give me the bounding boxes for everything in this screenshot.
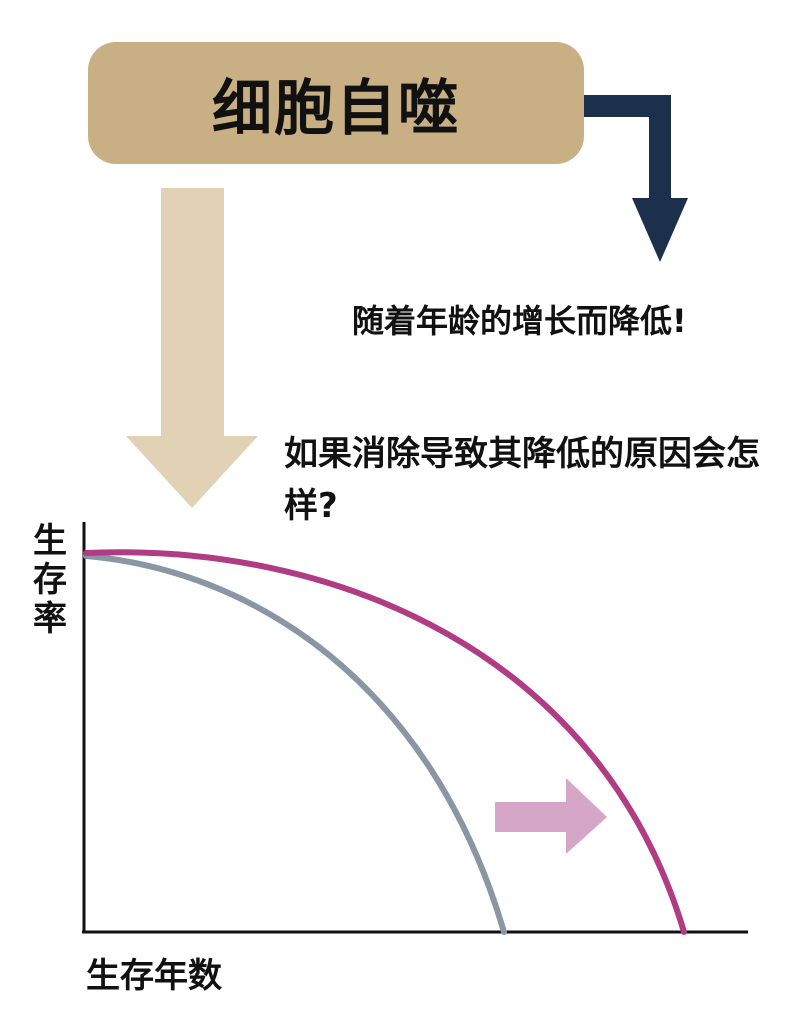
shift-arrow: [495, 778, 607, 854]
normal-survival-curve: [83, 553, 507, 935]
note-question: 如果消除导致其降低的原因会怎样?: [284, 434, 760, 526]
improved-survival-curve: [83, 549, 687, 935]
y-axis-label: 生存率: [33, 521, 67, 639]
x-axis-label: 生存年数: [86, 956, 222, 996]
side-arrow-shaft: [584, 95, 671, 205]
title: 细胞自噬: [212, 73, 460, 144]
down-arrow: [126, 188, 258, 508]
note-decrease: 随着年龄的增长而降低!: [352, 302, 687, 340]
title-box: 细胞自噬: [88, 42, 584, 164]
side-arrow-head: [632, 198, 688, 262]
